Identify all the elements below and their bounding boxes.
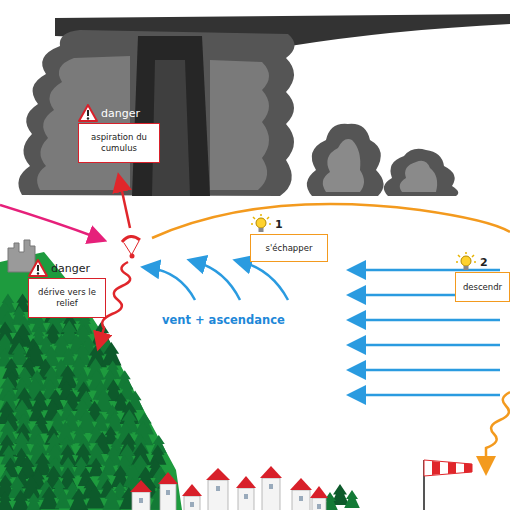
flow-label: vent + ascendance — [162, 313, 285, 327]
box-text: dérive vers le relief — [33, 287, 101, 309]
small-cloud-shade — [323, 139, 364, 192]
house-window — [166, 490, 170, 495]
warning-icon — [28, 259, 48, 277]
house-wall — [184, 496, 200, 510]
house-roof — [206, 468, 230, 480]
box-text: s'échapper — [266, 243, 313, 254]
box-heading-row: 1 — [250, 214, 328, 234]
house-wall — [132, 492, 150, 510]
warning-dot — [37, 272, 39, 274]
box-heading-row: 2 — [455, 252, 510, 272]
box-body: aspiration du cumulus — [78, 123, 160, 163]
pine-tree — [85, 485, 105, 508]
house-wall — [160, 484, 176, 510]
cloud-shade — [210, 60, 269, 190]
house-roof — [290, 478, 312, 490]
forest — [0, 289, 360, 510]
house-roof — [130, 480, 152, 492]
escape-arc — [152, 204, 510, 238]
pine-tree — [0, 491, 13, 510]
warning-triangle — [79, 105, 97, 121]
mountain — [0, 252, 182, 510]
windsock — [424, 460, 472, 510]
house-window — [190, 502, 194, 507]
village — [130, 466, 328, 510]
house-wall — [262, 478, 280, 510]
pine-tree — [344, 490, 360, 508]
updraft-arrows — [150, 262, 288, 300]
house-roof — [260, 466, 282, 478]
house-wall — [208, 480, 228, 510]
lightbulb-icon — [455, 251, 477, 273]
house-wall — [292, 490, 310, 510]
warning-bar — [87, 110, 89, 116]
bulb-glass — [256, 218, 266, 228]
box-text: aspiration du cumulus — [83, 132, 155, 154]
box-text: descendr — [463, 282, 502, 293]
house-window — [216, 486, 220, 491]
house-window — [139, 498, 143, 503]
pine-tree — [26, 493, 42, 510]
warning-dot — [87, 117, 89, 119]
box-body: s'échapper — [250, 234, 328, 262]
callout-box: 2 descendr — [455, 252, 510, 302]
house-window — [299, 496, 303, 501]
small-cloud — [307, 124, 384, 196]
callout-box: 1 s'échapper — [250, 214, 328, 262]
pine-tree — [106, 411, 123, 431]
warning-heading: danger — [51, 262, 90, 275]
house-window — [317, 504, 321, 509]
bulb-base — [259, 228, 264, 232]
box-body: descendr — [455, 272, 510, 302]
pine-tree — [149, 445, 166, 465]
house-roof — [236, 476, 256, 488]
small-cloud-shade — [400, 161, 437, 192]
warning-heading: danger — [101, 107, 140, 120]
warning-bar — [37, 265, 39, 271]
descent-arrow — [486, 392, 510, 466]
approach-arrow — [0, 205, 98, 238]
warning-triangle — [29, 260, 47, 276]
box-body: dérive vers le relief — [28, 278, 106, 318]
callout-box: danger dérive vers le relief — [28, 258, 106, 318]
pine-tree — [11, 490, 30, 510]
pine-tree — [69, 488, 89, 510]
box-heading-row: danger — [28, 258, 106, 278]
house-window — [244, 494, 248, 499]
house-wall — [238, 488, 254, 510]
bulb-base — [464, 266, 469, 270]
house-roof — [158, 472, 178, 484]
callout-number: 1 — [275, 218, 283, 231]
pine-tree — [102, 488, 121, 509]
suction-arrow — [120, 182, 130, 228]
paraglider — [122, 236, 140, 258]
house-roof — [182, 484, 202, 496]
house-wall — [312, 498, 326, 510]
house-roof — [310, 486, 328, 498]
box-heading-row: danger — [78, 103, 160, 123]
bulb-glass — [461, 256, 471, 266]
cloud-core — [132, 36, 210, 196]
cumulonimbus — [18, 30, 294, 196]
lightbulb-icon — [250, 213, 272, 235]
callout-number: 2 — [480, 256, 488, 269]
warning-icon — [78, 104, 98, 122]
castle-ruin — [8, 240, 35, 272]
small-cloud — [384, 149, 458, 196]
pine-tree — [55, 490, 71, 509]
house-window — [269, 484, 273, 489]
callout-box: danger aspiration du cumulus — [78, 103, 160, 163]
pine-tree — [101, 342, 121, 365]
